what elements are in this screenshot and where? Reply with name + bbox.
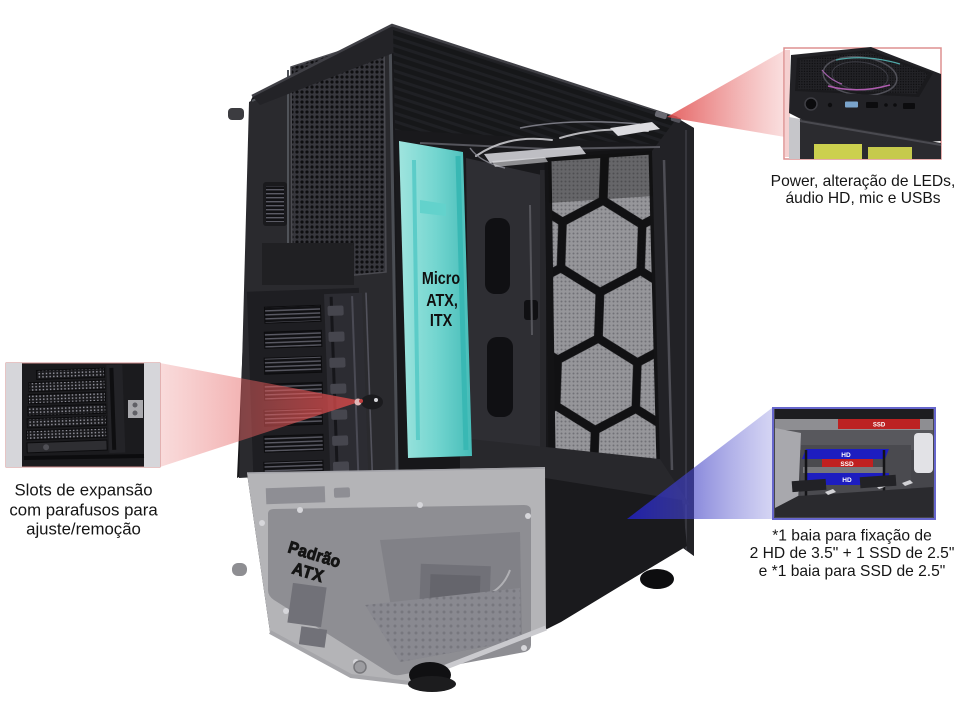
svg-text:ITX: ITX — [430, 312, 453, 331]
svg-text:Slots de expansão: Slots de expansão — [14, 481, 152, 500]
svg-text:e *1 baia para SSD de 2.5": e *1 baia para SSD de 2.5" — [759, 563, 946, 580]
svg-text:ajuste/remoção: ajuste/remoção — [26, 520, 141, 539]
svg-text:HD: HD — [842, 477, 852, 484]
svg-text:com parafusos para: com parafusos para — [9, 501, 158, 520]
svg-text:2 HD de 3.5" + 1 SSD de 2.5": 2 HD de 3.5" + 1 SSD de 2.5" — [750, 545, 955, 562]
svg-text:ATX,: ATX, — [426, 292, 458, 311]
svg-text:áudio HD, mic e USBs: áudio HD, mic e USBs — [785, 190, 940, 207]
svg-text:Power, alteração de LEDs,: Power, alteração de LEDs, — [771, 173, 956, 190]
svg-text:SSD: SSD — [873, 423, 886, 429]
svg-text:Micro: Micro — [422, 270, 460, 289]
svg-text:*1 baia para fixação de: *1 baia para fixação de — [772, 527, 932, 544]
svg-text:ATX: ATX — [290, 559, 326, 586]
svg-text:SSD: SSD — [840, 461, 854, 468]
svg-text:HD: HD — [841, 452, 851, 459]
